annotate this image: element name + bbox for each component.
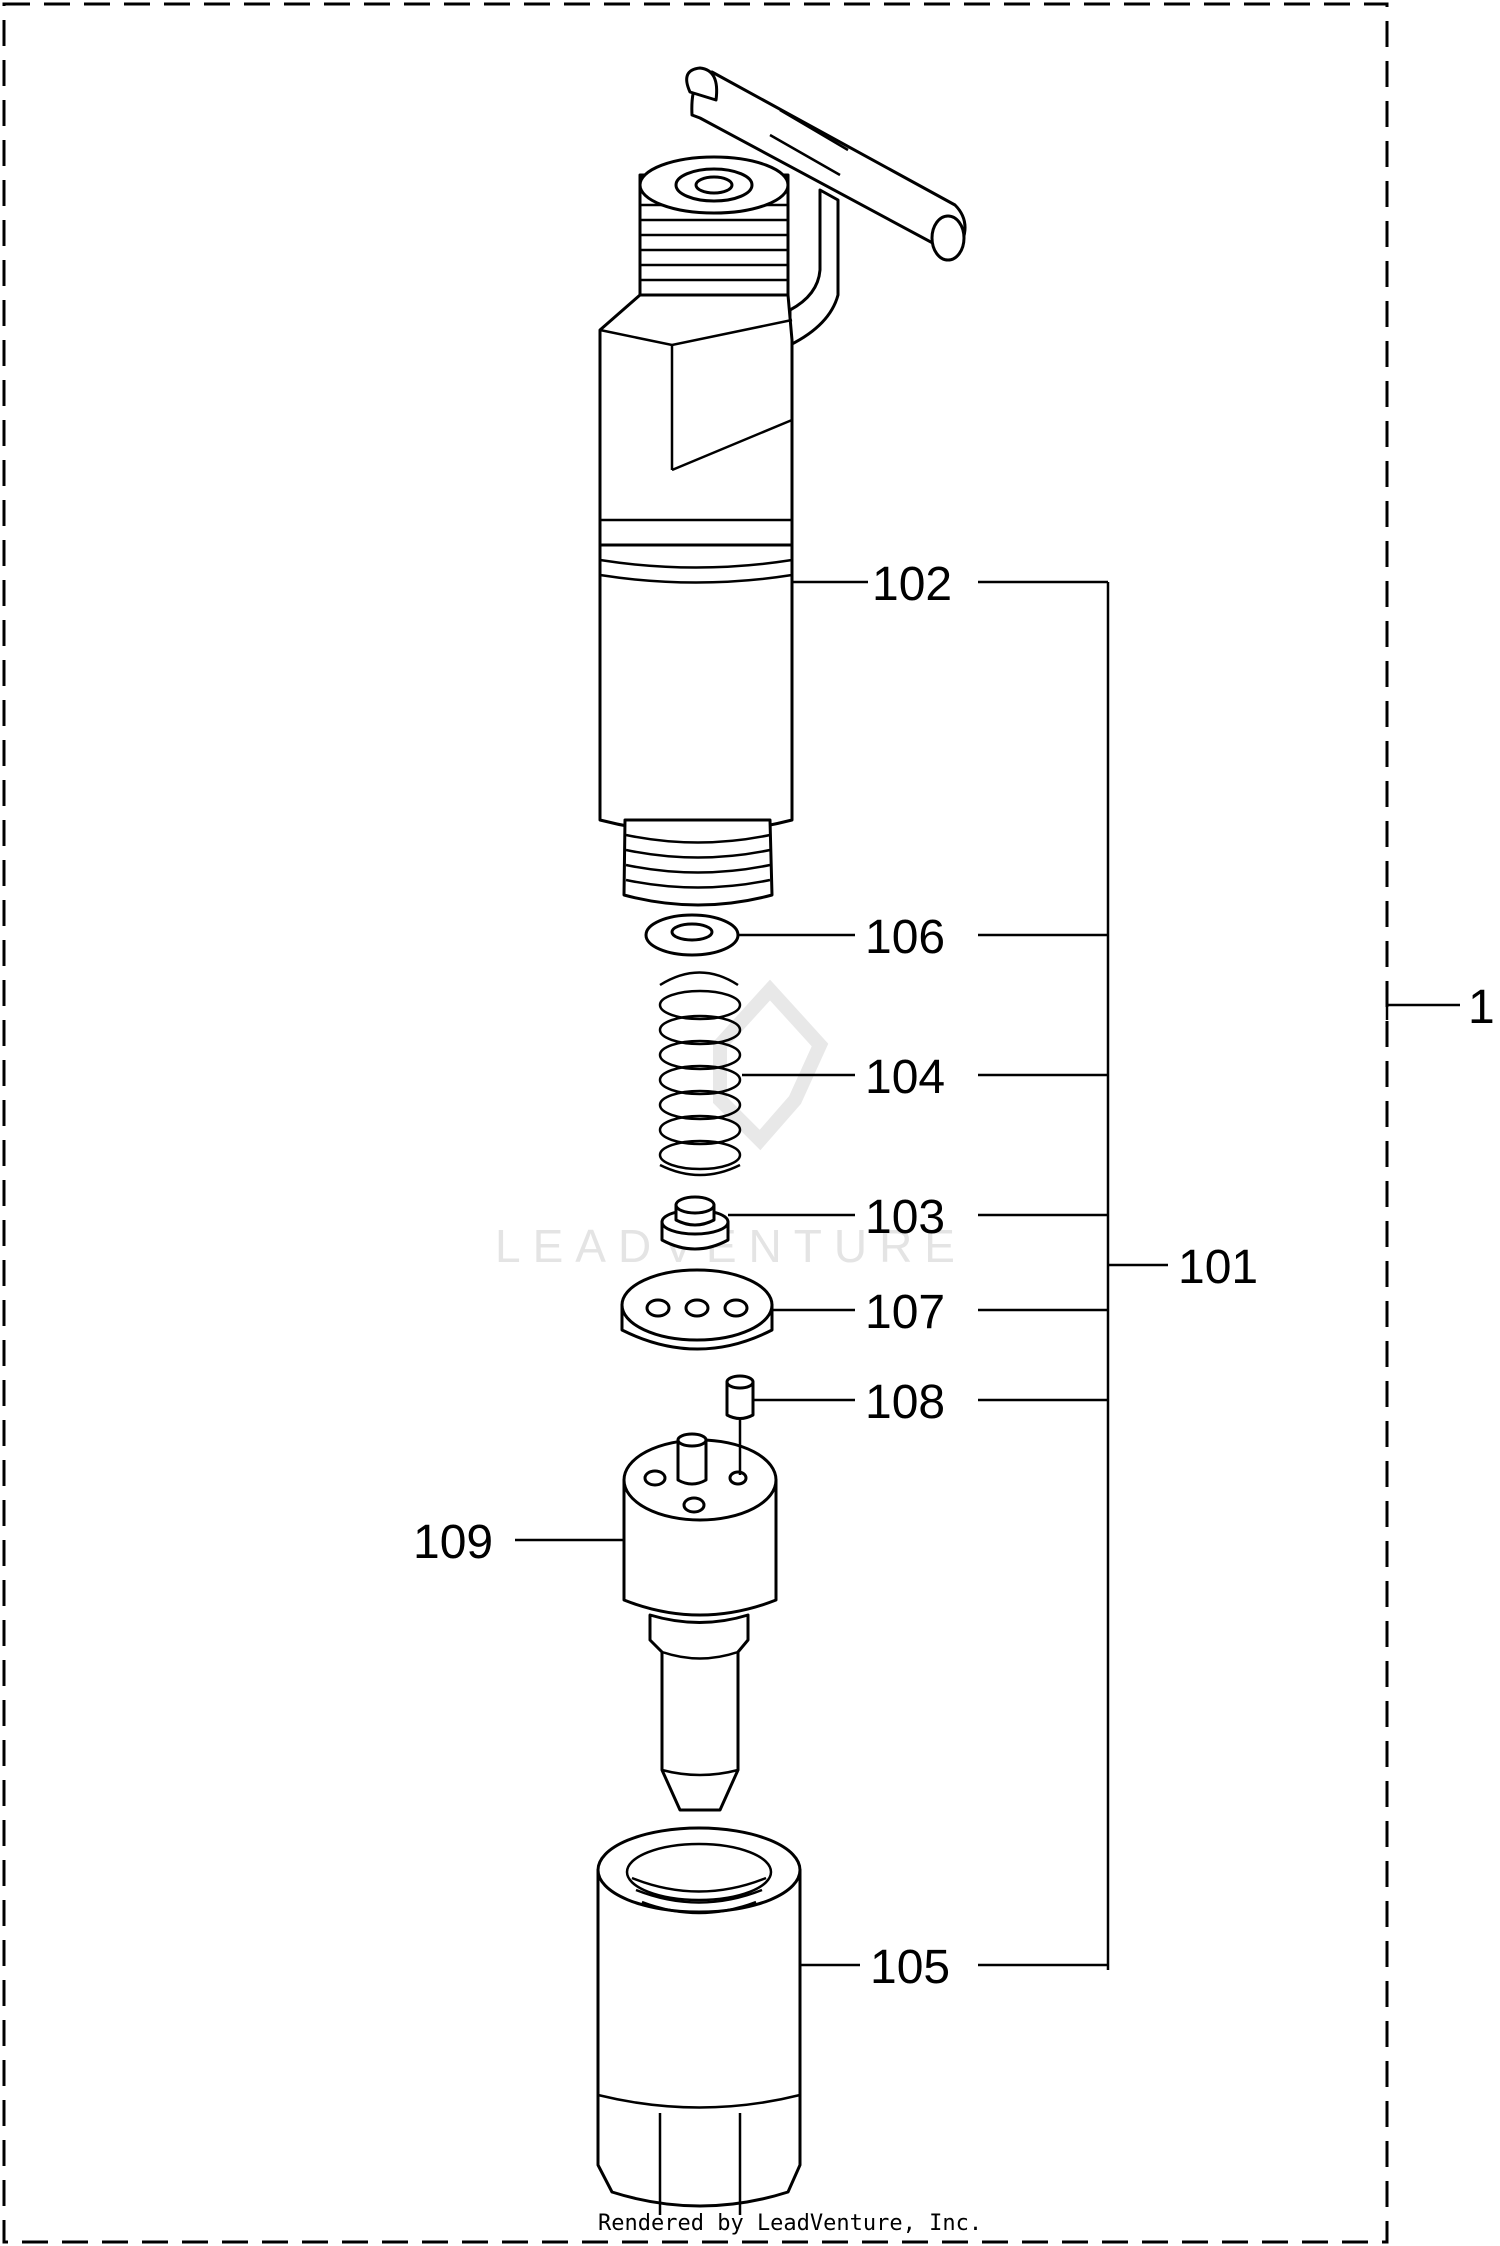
part-109-nozzle [622, 1420, 778, 1812]
callout-104: 104 [865, 1051, 945, 1104]
callout-labels: 102 106 104 103 107 108 105 101 109 1 [413, 558, 1495, 1994]
callout-108: 108 [865, 1376, 945, 1429]
part-105-retaining-nut [596, 1826, 802, 2215]
assembly-boundary [2, 2, 1389, 2244]
callout-101: 101 [1178, 1241, 1258, 1294]
callout-109: 109 [413, 1516, 493, 1569]
callout-107: 107 [865, 1286, 945, 1339]
part-107-spacer-plate [620, 1268, 774, 1351]
callout-106: 106 [865, 911, 945, 964]
part-108-pin [725, 1374, 755, 1420]
part-103-spring-seat [660, 1195, 730, 1251]
part-104-spring [658, 971, 742, 1177]
callout-102: 102 [872, 558, 952, 611]
callout-103: 103 [865, 1191, 945, 1244]
callout-105: 105 [870, 1941, 950, 1994]
leader-lines [515, 580, 1460, 1970]
callout-1: 1 [1468, 981, 1495, 1034]
credit-text: Rendered by LeadVenture, Inc. [598, 2211, 982, 2236]
part-106-washer [644, 913, 740, 957]
part-102-holder-body [598, 66, 967, 907]
